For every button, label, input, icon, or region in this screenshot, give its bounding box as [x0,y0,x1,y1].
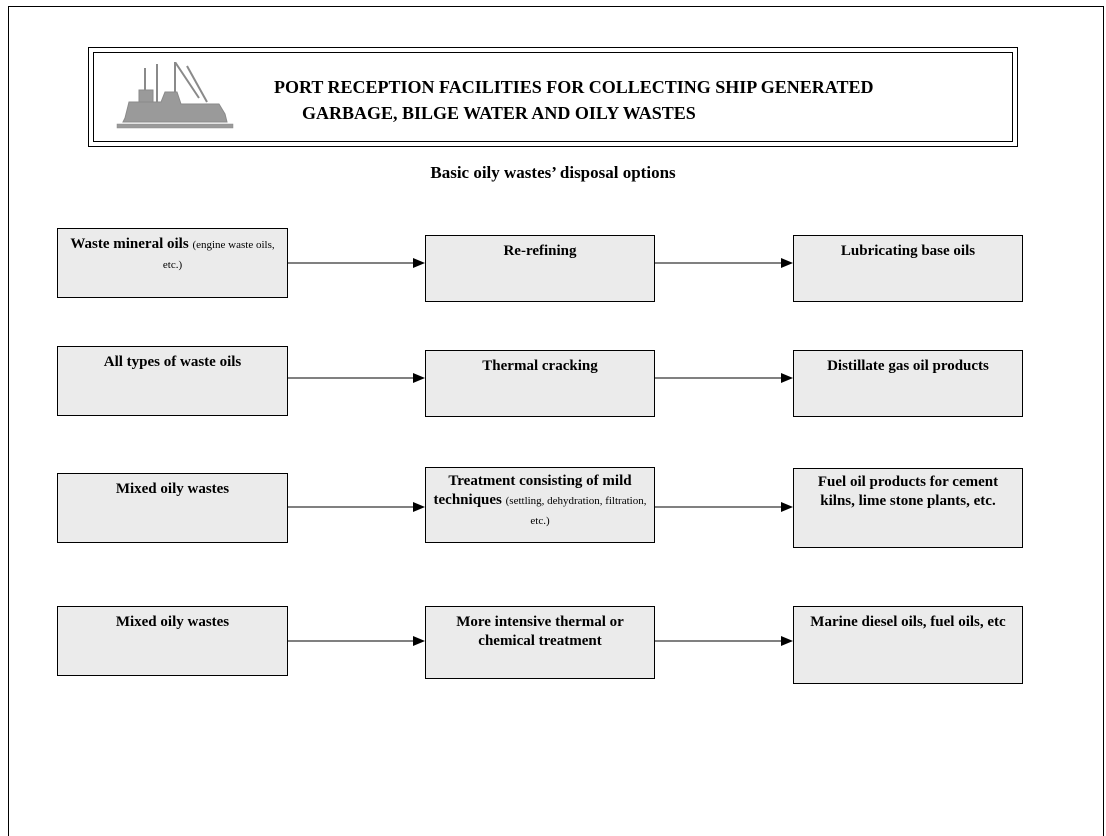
page-frame [8,6,1104,836]
node-label: Treatment consisting of mild techniques [433,473,632,508]
source-node-mixed-oily-wastes-1: Mixed oily wastes [57,473,288,543]
node-label: Lubricating base oils [840,243,976,259]
node-label: All types of waste oils [103,354,242,370]
flow-arrows [288,258,793,646]
product-node-distillate-gas-oil: Distillate gas oil products [793,350,1023,417]
diagram-subtitle: Basic oily wastes’ disposal options [430,163,676,182]
node-label: Waste mineral oils [70,236,189,252]
node-label: Fuel oil products for cement kilns, lime… [817,474,999,509]
header-title: PORT RECEPTION FACILITIES FOR COLLECTING… [274,74,994,126]
process-node-intensive-treatment: More intensive thermal or chemical treat… [425,606,655,679]
source-node-all-types-waste-oils: All types of waste oils [57,346,288,416]
source-node-mixed-oily-wastes-2: Mixed oily wastes [57,606,288,676]
source-node-waste-mineral-oils: Waste mineral oils (engine waste oils, e… [57,228,288,298]
header-inner-border [93,52,1013,142]
product-node-fuel-oil-products: Fuel oil products for cement kilns, lime… [793,468,1023,548]
node-label: Mixed oily wastes [115,481,230,497]
header-title-line2: GARBAGE, BILGE WATER AND OILY WASTES [302,103,696,123]
process-node-re-refining: Re-refining [425,235,655,302]
node-label: Re-refining [503,243,577,259]
process-node-mild-treatment: Treatment consisting of mild techniques … [425,467,655,543]
node-label: Thermal cracking [482,358,598,374]
node-note: (settling, dehydration, filtration, etc.… [505,495,647,527]
node-label: Distillate gas oil products [827,358,989,374]
node-label: More intensive thermal or chemical treat… [456,614,624,649]
header-box: PORT RECEPTION FACILITIES FOR COLLECTING… [88,47,1018,147]
process-node-thermal-cracking: Thermal cracking [425,350,655,417]
node-label: Mixed oily wastes [115,614,230,630]
product-node-marine-diesel-oils: Marine diesel oils, fuel oils, etc [793,606,1023,684]
product-node-lubricating-base-oils: Lubricating base oils [793,235,1023,302]
node-note: (engine waste oils, etc.) [162,239,275,271]
node-label: Marine diesel oils, fuel oils, etc [810,614,1006,630]
ship-crane-icon [116,62,234,129]
header-title-line1: PORT RECEPTION FACILITIES FOR COLLECTING… [274,77,874,97]
